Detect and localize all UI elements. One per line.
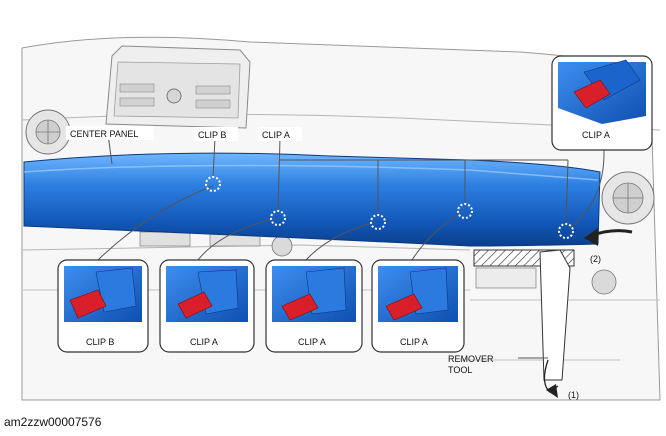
- label-center-panel-group: CENTER PANEL: [66, 126, 154, 140]
- label-clip-a: CLIP A: [262, 130, 290, 140]
- inset-clip-a-3: CLIP A: [371, 259, 465, 353]
- remover-tool: [539, 249, 571, 398]
- clip-b-marker: [205, 176, 221, 192]
- clip-a-marker-4: [558, 223, 574, 239]
- figure-id: am2zzw00007576: [4, 415, 102, 429]
- inset-clip-a-2: CLIP A: [265, 259, 363, 353]
- inset-clip-a-1-label: CLIP A: [190, 337, 218, 347]
- label-center-panel: CENTER PANEL: [70, 129, 138, 139]
- inset-clip-a-3-label: CLIP A: [400, 337, 428, 347]
- climate-control-area: [139, 231, 617, 295]
- center-panel: [23, 152, 601, 247]
- label-remover-line1: REMOVER: [448, 354, 494, 364]
- inset-top-right: CLIP A: [551, 55, 653, 151]
- left-air-vent: [25, 109, 71, 155]
- leader-lines: [97, 133, 605, 359]
- label-step-1: (1): [568, 390, 579, 400]
- label-clip-b: CLIP B: [198, 130, 226, 140]
- label-remover-line2: TOOL: [448, 365, 472, 375]
- label-step-2: (2): [590, 254, 601, 264]
- clip-a-marker-1: [270, 210, 286, 226]
- inset-clip-b: CLIP B: [57, 259, 149, 353]
- inset-clip-a-2-label: CLIP A: [298, 337, 326, 347]
- pry-direction-arrow: [584, 228, 633, 246]
- label-clip-a-group: CLIP A: [258, 127, 302, 141]
- clip-markers: [205, 176, 574, 239]
- inset-clip-a-1: CLIP A: [159, 259, 255, 353]
- inset-top-right-label: CLIP A: [582, 130, 610, 140]
- label-clip-b-group: CLIP B: [194, 127, 238, 141]
- infotainment-unit: [105, 45, 251, 129]
- clip-a-marker-2: [370, 214, 386, 230]
- inset-clip-b-label: CLIP B: [86, 337, 114, 347]
- right-air-vent: [601, 171, 655, 225]
- clip-a-marker-3: [457, 203, 473, 219]
